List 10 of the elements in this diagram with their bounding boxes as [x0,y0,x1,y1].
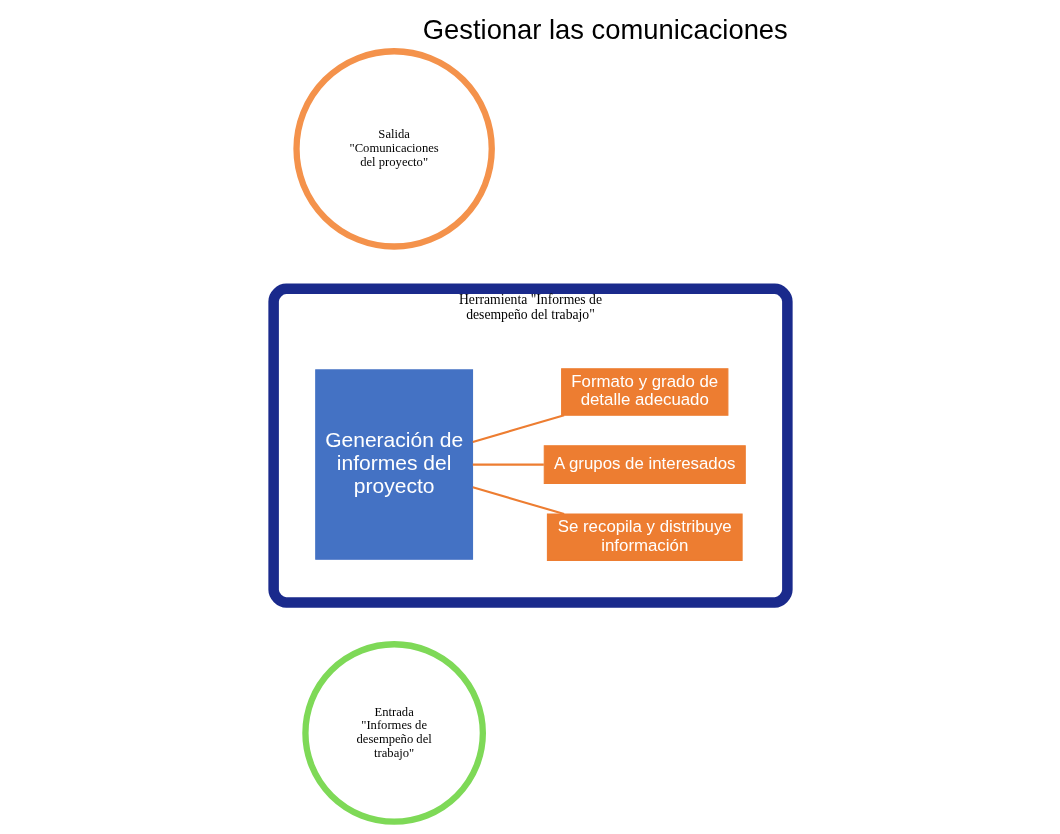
connector [472,414,564,443]
node-box: Se recopila y distribuye información [546,513,743,561]
node-box: Formato y grado de detalle adecuado [560,368,728,416]
node-circle: Salida "Comunicaciones del proyecto" [292,48,495,250]
diagram-title: Gestionar las comunicaciones [422,13,788,45]
node-box: Generación de informes del proyecto [314,369,473,560]
connector [472,463,544,466]
node-box: A grupos de interesados [543,445,746,485]
node-circle: Entrada "Informes de desempeño del trabajo" [301,641,486,825]
connector [472,486,564,515]
